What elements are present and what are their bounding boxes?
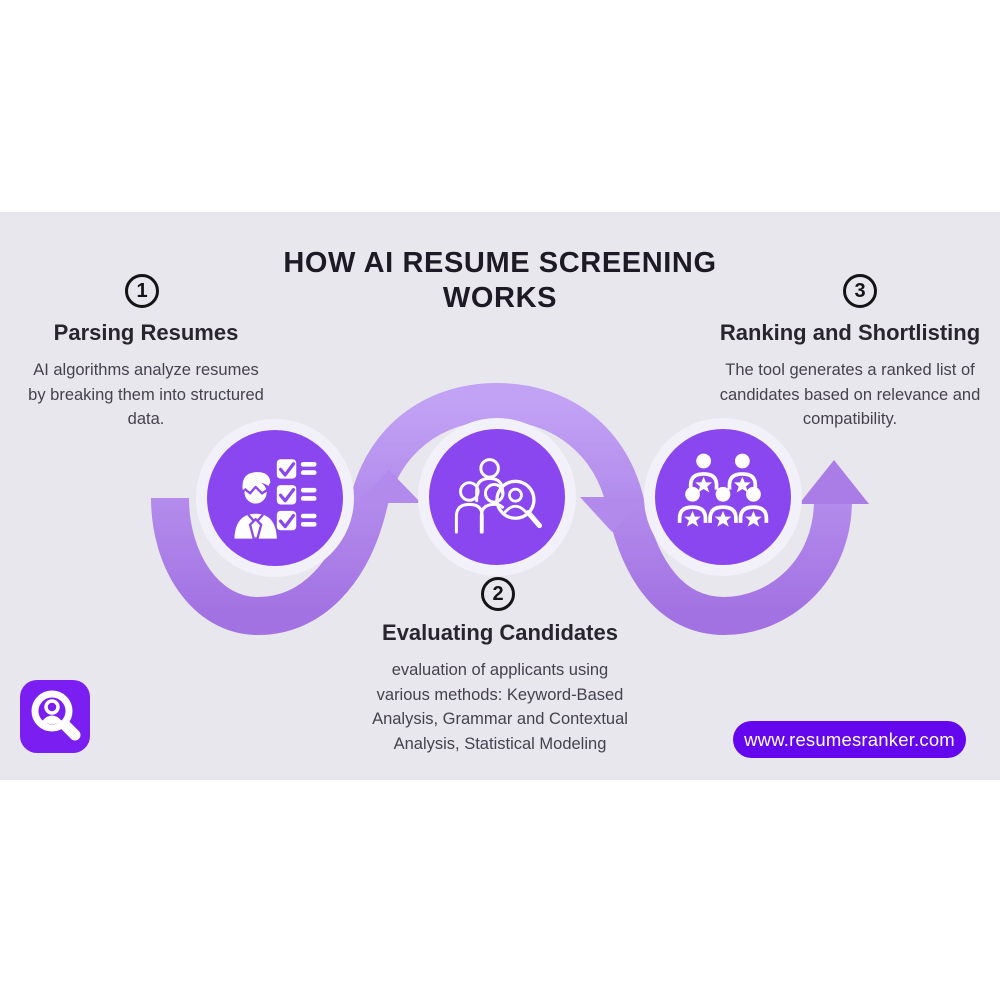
step1-description: AI algorithms analyze resumes by breakin… (28, 361, 264, 428)
step3-number-badge: 3 (843, 274, 877, 308)
step1-number-badge: 1 (125, 274, 159, 308)
people-stars-icon (677, 453, 769, 527)
step3-description: The tool generates a ranked list of cand… (719, 361, 981, 428)
website-link[interactable]: www.resumesranker.com (733, 721, 966, 758)
step2-heading: Evaluating Candidates (382, 620, 618, 645)
person-checklist-icon (234, 459, 317, 540)
step2-description: evaluation of applicants using various m… (372, 661, 628, 753)
page-title: HOW AI RESUME SCREENING WORKS (0, 246, 1000, 316)
website-url: www.resumesranker.com (744, 728, 955, 750)
step2-circle (429, 429, 565, 565)
page-title-line1: HOW AI RESUME SCREENING (283, 247, 717, 279)
people-magnifier-icon (454, 458, 542, 534)
step2-number-badge: 2 (481, 577, 515, 611)
step1-circle (207, 430, 343, 566)
step3-circle (655, 429, 791, 565)
resume-search-logo-icon[interactable] (20, 680, 90, 753)
step3-heading: Ranking and Shortlisting (719, 320, 981, 345)
page-title-line2: WORKS (442, 282, 558, 314)
step1-heading: Parsing Resumes (53, 320, 239, 345)
